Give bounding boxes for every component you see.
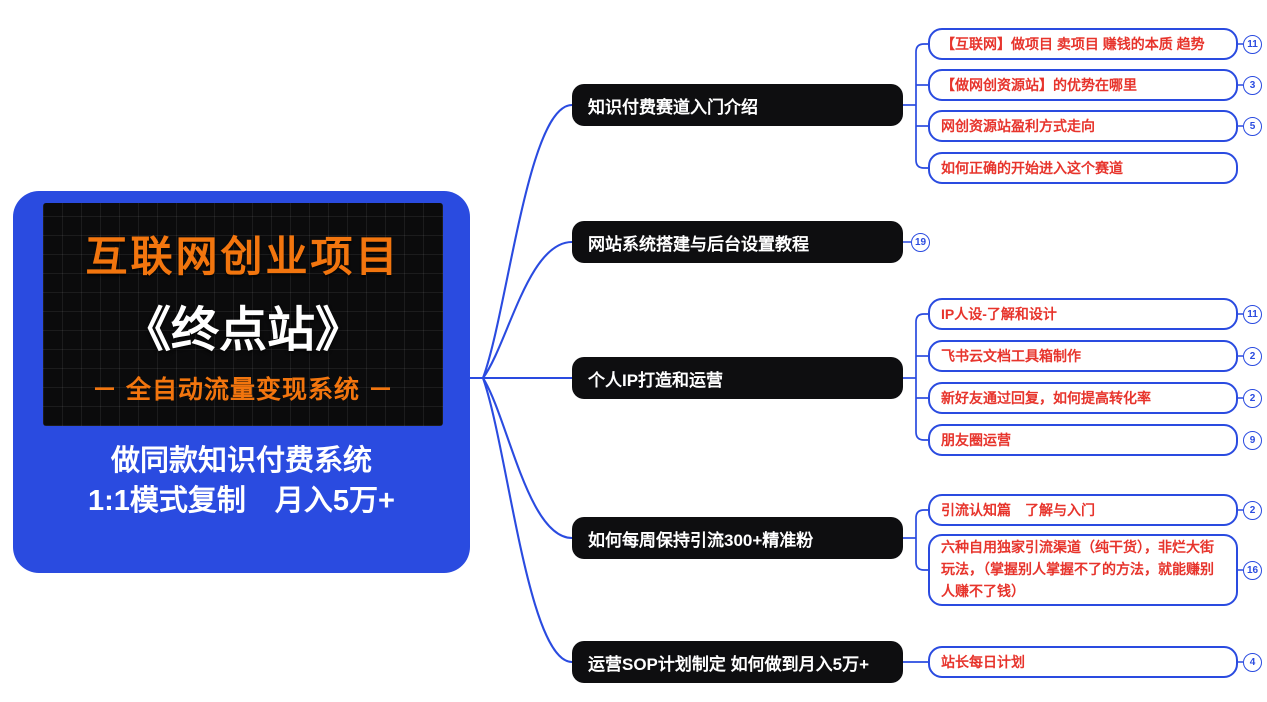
subtopic-node[interactable]: 引流认知篇 了解与入门 xyxy=(928,494,1238,526)
subtopic-node[interactable]: 【互联网】做项目 卖项目 赚钱的本质 趋势 xyxy=(928,28,1238,60)
branch-node-personal-ip[interactable]: 个人IP打造和运营 xyxy=(572,357,903,399)
poster-title: 互联网创业项目 xyxy=(85,233,401,280)
caption-line-1: 做同款知识付费系统 xyxy=(110,445,372,477)
topic-count-badge[interactable]: 2 xyxy=(1243,388,1262,408)
topic-count-badge[interactable]: 19 xyxy=(911,232,930,252)
branch-node-sop[interactable]: 运营SOP计划制定 如何做到月入5万+ xyxy=(572,641,903,683)
topic-count-badge[interactable]: 2 xyxy=(1243,500,1262,520)
central-caption: 做同款知识付费系统 1:1模式复制 月入5万+ xyxy=(13,441,470,521)
poster-tagline: － 全自动流量变现系统 － xyxy=(92,376,394,404)
subtopic-node[interactable]: 朋友圈运营 xyxy=(928,424,1238,456)
topic-count-badge[interactable]: 3 xyxy=(1243,75,1262,95)
branch-node-website-setup[interactable]: 网站系统搭建与后台设置教程 xyxy=(572,221,903,263)
subtopic-node[interactable]: 新好友通过回复，如何提高转化率 xyxy=(928,382,1238,414)
subtopic-node[interactable]: 【做网创资源站】的优势在哪里 xyxy=(928,69,1238,101)
central-poster: 互联网创业项目 《终点站》 － 全自动流量变现系统 － xyxy=(43,203,443,426)
subtopic-node[interactable]: 网创资源站盈利方式走向 xyxy=(928,110,1238,142)
subtopic-node[interactable]: 六种自用独家引流渠道（纯干货），非烂大街玩法，（掌握别人掌握不了的方法，就能赚别… xyxy=(928,534,1238,606)
topic-count-badge[interactable]: 16 xyxy=(1243,560,1262,580)
subtopic-node[interactable]: 站长每日计划 xyxy=(928,646,1238,678)
subtopic-node[interactable]: IP人设-了解和设计 xyxy=(928,298,1238,330)
subtopic-node[interactable]: 飞书云文档工具箱制作 xyxy=(928,340,1238,372)
topic-count-badge[interactable]: 9 xyxy=(1243,430,1262,450)
central-topic[interactable]: 互联网创业项目 《终点站》 － 全自动流量变现系统 － 做同款知识付费系统 1:… xyxy=(13,191,470,573)
branch-node-intro[interactable]: 知识付费赛道入门介绍 xyxy=(572,84,903,126)
topic-count-badge[interactable]: 11 xyxy=(1243,34,1262,54)
topic-count-badge[interactable]: 11 xyxy=(1243,304,1262,324)
branch-node-traffic[interactable]: 如何每周保持引流300+精准粉 xyxy=(572,517,903,559)
caption-line-2: 1:1模式复制 月入5万+ xyxy=(88,485,395,517)
subtopic-node[interactable]: 如何正确的开始进入这个赛道 xyxy=(928,152,1238,184)
topic-count-badge[interactable]: 5 xyxy=(1243,116,1262,136)
poster-subtitle: 《终点站》 xyxy=(122,304,363,357)
topic-count-badge[interactable]: 2 xyxy=(1243,346,1262,366)
topic-count-badge[interactable]: 4 xyxy=(1243,652,1262,672)
